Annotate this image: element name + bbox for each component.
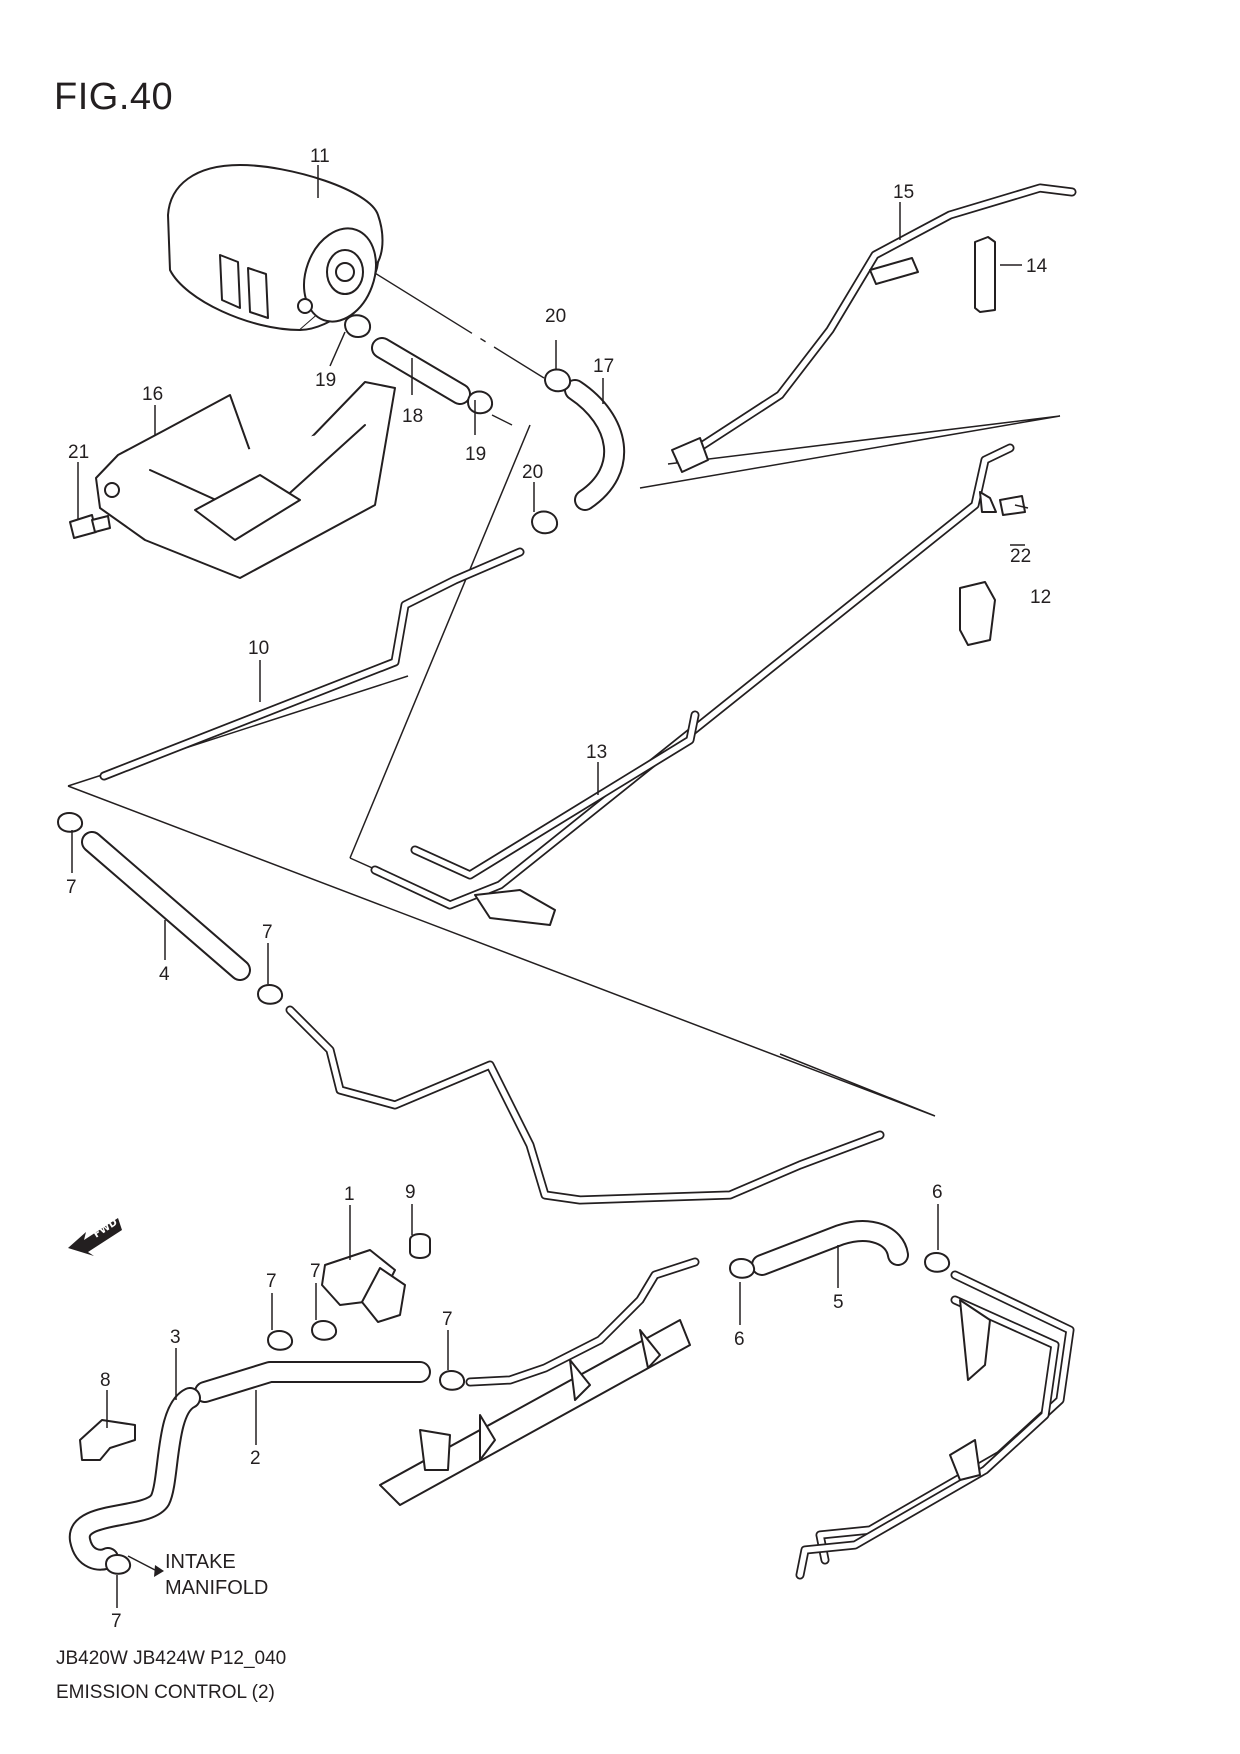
callout-22: 22 <box>1010 546 1031 567</box>
intake-note-line1: INTAKE <box>165 1551 236 1573</box>
callout-10: 10 <box>248 638 269 659</box>
callout-19-lower: 19 <box>465 444 486 465</box>
tube-13 <box>370 443 1015 926</box>
tube-fuel-rail <box>465 1257 700 1387</box>
pipe-frame-assembly <box>795 1270 1075 1580</box>
canister-11 <box>167 164 384 331</box>
tube-10 <box>99 547 525 781</box>
bracket-16 <box>95 381 396 579</box>
hose-4 <box>81 831 251 981</box>
callout-5: 5 <box>833 1292 844 1313</box>
footer-code: JB420W JB424W P12_040 <box>56 1648 287 1669</box>
clamps-19-20 <box>344 314 572 535</box>
callout-14: 14 <box>1026 256 1048 277</box>
callout-7-c: 7 <box>266 1271 277 1292</box>
clamps-7-upper <box>57 812 283 1005</box>
callout-11: 11 <box>310 146 330 167</box>
part-14 <box>974 236 996 313</box>
hose-3 <box>68 1387 201 1571</box>
valve-1 <box>321 1249 406 1323</box>
callout-16: 16 <box>142 384 163 405</box>
cap-9 <box>409 1233 431 1259</box>
fwd-arrow-icon: FWD <box>68 1217 122 1256</box>
callout-7-f: 7 <box>111 1611 122 1632</box>
callout-7-e: 7 <box>442 1309 453 1330</box>
callout-21: 21 <box>68 442 89 463</box>
clamps-7-lower <box>105 1320 465 1575</box>
callout-1: 1 <box>344 1184 355 1205</box>
hose-5 <box>751 1220 909 1276</box>
callout-4: 4 <box>159 964 170 985</box>
leader-lines <box>71 165 1029 1608</box>
figure-title: FIG.40 <box>54 76 174 118</box>
tube-15 <box>671 183 1077 473</box>
callout-7-d: 7 <box>310 1261 321 1282</box>
callout-12: 12 <box>1030 587 1051 608</box>
callout-15: 15 <box>893 182 914 203</box>
hose-17 <box>564 379 626 511</box>
callout-2: 2 <box>250 1448 261 1469</box>
callout-20-upper: 20 <box>545 306 566 327</box>
bolt-21 <box>69 514 111 539</box>
callout-17: 17 <box>593 356 614 377</box>
hose-2 <box>194 1361 431 1403</box>
bolt-22 <box>999 495 1026 516</box>
callout-labels: 11 15 14 16 21 18 19 19 20 17 20 22 12 1… <box>66 146 1051 1632</box>
callout-20-lower: 20 <box>522 462 543 483</box>
callout-8: 8 <box>100 1370 111 1391</box>
callout-18: 18 <box>402 406 423 427</box>
clip-12 <box>959 581 996 646</box>
callout-19-upper: 19 <box>315 370 336 391</box>
footer-name: EMISSION CONTROL (2) <box>56 1682 275 1703</box>
tube-lower-long <box>285 1005 885 1205</box>
callout-13: 13 <box>586 742 607 763</box>
callout-6-right: 6 <box>932 1182 943 1203</box>
callout-7-a: 7 <box>66 877 77 898</box>
clamps-6 <box>729 1252 950 1279</box>
assembly-guide-lines <box>67 269 1061 1117</box>
fuel-rail <box>379 1319 691 1506</box>
callout-3: 3 <box>170 1327 181 1348</box>
hose-18 <box>371 337 471 405</box>
intake-note-line2: MANIFOLD <box>165 1577 268 1599</box>
callout-6-left: 6 <box>734 1329 745 1350</box>
callout-7-b: 7 <box>262 922 273 943</box>
callout-9: 9 <box>405 1182 416 1203</box>
